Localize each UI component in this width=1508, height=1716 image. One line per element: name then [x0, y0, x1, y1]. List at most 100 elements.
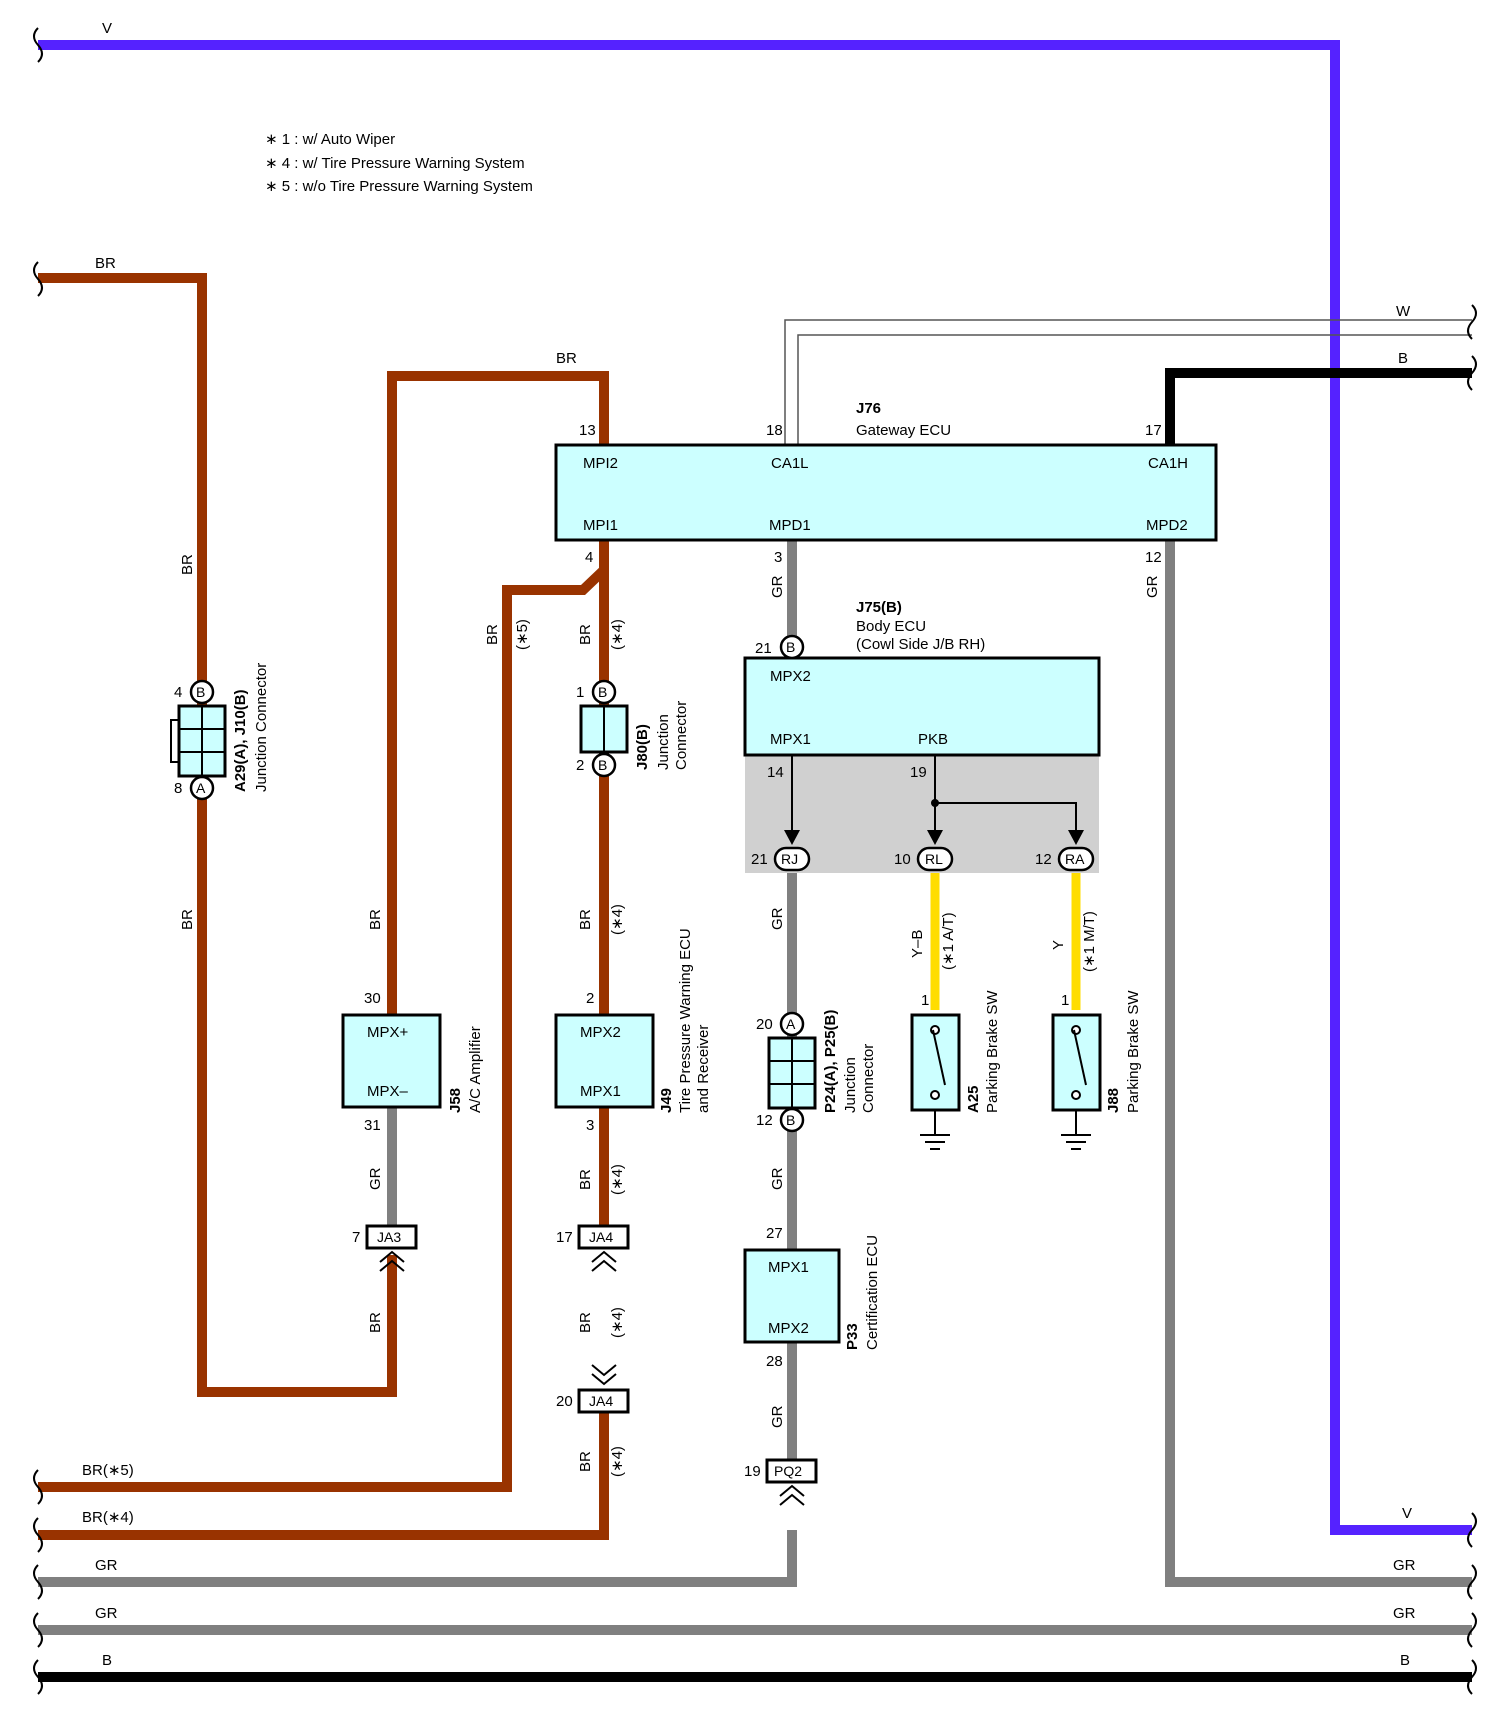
gateway-id: J76: [856, 400, 881, 417]
cert-pin-mpx2: MPX2: [768, 1320, 809, 1337]
p24-num-12: 12: [756, 1112, 773, 1129]
ja4b-num: 20: [556, 1393, 573, 1410]
junction-connector-a29: B A 4 8 A29(A), J10(B) Junction Connecto…: [170, 663, 270, 801]
j88-name: Parking Brake SW: [1125, 990, 1142, 1113]
label-gr31: GR: [367, 1167, 384, 1190]
pin-num-3: 3: [774, 549, 782, 566]
certification-ecu: MPX1 MPX2 27 28 P33 Certification ECU: [743, 1225, 881, 1370]
wire-w-outer: [784, 319, 1472, 445]
label-br-left: BR: [95, 255, 116, 272]
pin-num-rl: 10: [894, 851, 911, 868]
pin-num-17: 17: [1145, 422, 1162, 439]
wire-br4-lower2: [38, 1390, 609, 1540]
pin-mpi1: MPI1: [583, 517, 618, 534]
tpw-pin-mpx2: MPX2: [580, 1024, 621, 1041]
a29-name: Junction Connector: [253, 663, 270, 792]
parking-brake-sw-j88: 1 J88 Parking Brake SW: [1051, 990, 1142, 1150]
pq2-num: 19: [744, 1463, 761, 1480]
ac-id: J58: [447, 1088, 464, 1113]
j80-conn-b2: B: [598, 757, 607, 773]
label-br5: BR: [484, 624, 501, 645]
label-br4b: BR: [577, 909, 594, 930]
wire-gr-bot1: [38, 1530, 797, 1587]
label-v-top: V: [102, 20, 112, 37]
tpw-num-3: 3: [586, 1117, 594, 1134]
inline-pq2: PQ2 19: [744, 1458, 818, 1506]
pin-num-rj: 21: [751, 851, 768, 868]
ja4a-label: JA4: [589, 1229, 613, 1245]
inline-ja4-lower: JA4 20: [556, 1364, 630, 1414]
note-4: ∗ 4 : w/ Tire Pressure Warning System: [265, 155, 525, 172]
label-yb-note: (∗1 A/T): [940, 912, 957, 970]
tpw-pin-mpx1: MPX1: [580, 1083, 621, 1100]
label-gr3: GR: [769, 575, 786, 598]
ac-pin-plus: MPX+: [367, 1024, 409, 1041]
wire-b-ca1h: [1165, 368, 1472, 445]
label-br-bot: BR: [577, 1451, 594, 1472]
wire-break-marks: [33, 27, 1477, 1695]
label-br-ja4-note: (∗4): [609, 1164, 626, 1195]
body-ecu-name: Body ECU: [856, 618, 926, 635]
label-br-ja4: BR: [577, 1169, 594, 1190]
pin-num-ra: 12: [1035, 851, 1052, 868]
pq2-label: PQ2: [774, 1463, 802, 1479]
note-5: ∗ 5 : w/o Tire Pressure Warning System: [265, 178, 533, 195]
body-conn-rj: RJ: [781, 851, 798, 867]
label-br-vert2: BR: [179, 909, 196, 930]
label-gr-p24: GR: [769, 1167, 786, 1190]
cert-id: P33: [844, 1323, 861, 1350]
ac-name: A/C Amplifier: [467, 1026, 484, 1113]
cert-num-27: 27: [766, 1225, 783, 1242]
label-br-vert1: BR: [179, 554, 196, 575]
pin-ca1l: CA1L: [771, 455, 809, 472]
ac-num-31: 31: [364, 1117, 381, 1134]
pin-mpx1: MPX1: [770, 731, 811, 748]
cert-pin-mpx1: MPX1: [768, 1259, 809, 1276]
body-ecu-sub: (Cowl Side J/B RH): [856, 636, 985, 653]
tpw-name2: and Receiver: [695, 1025, 712, 1113]
tire-pressure-ecu: MPX2 MPX1 2 3 J49 Tire Pressure Warning …: [554, 928, 712, 1134]
body-conn-rl: RL: [925, 851, 943, 867]
label-y: Y: [1050, 940, 1067, 950]
wire-w-inner: [797, 334, 1472, 445]
ac-amplifier: MPX+ MPX– 30 31 J58 A/C Amplifier: [341, 990, 484, 1134]
a25-id: A25: [965, 1085, 982, 1113]
label-gr-bot2-l: GR: [95, 1605, 118, 1622]
a29-conn-a: A: [196, 780, 206, 796]
wire-br-left: [38, 273, 397, 1397]
cert-name: Certification ECU: [864, 1235, 881, 1350]
label-br-ja3: BR: [367, 1312, 384, 1333]
body-ecu: J75(B) Body ECU (Cowl Side J/B RH) MPX2 …: [743, 599, 1101, 873]
cert-num-28: 28: [766, 1353, 783, 1370]
p24-conn-b: B: [786, 1112, 795, 1128]
label-br-bot-note: (∗4): [609, 1446, 626, 1477]
pin-num-14: 14: [767, 764, 784, 781]
j88-id: J88: [1105, 1088, 1122, 1113]
label-br4-note: (∗4): [609, 619, 626, 650]
body-ecu-id: J75(B): [856, 599, 902, 616]
note-1: ∗ 1 : w/ Auto Wiper: [265, 131, 395, 148]
label-br-ja4b: BR: [577, 1312, 594, 1333]
j88-num-1: 1: [1061, 992, 1069, 1009]
label-gr12: GR: [1144, 575, 1161, 598]
a29-conn-b: B: [196, 684, 205, 700]
j80-conn-b1: B: [598, 684, 607, 700]
body-conn-b: B: [786, 639, 795, 655]
wire-v: [38, 40, 1472, 1535]
pin-mpd2: MPD2: [1146, 517, 1188, 534]
inline-ja4-upper: JA4 17: [556, 1224, 630, 1272]
pin-pkb: PKB: [918, 731, 948, 748]
label-br4b-note: (∗4): [609, 904, 626, 935]
wire-br-mpi2: [387, 371, 609, 1015]
ac-num-30: 30: [364, 990, 381, 1007]
a29-id: A29(A), J10(B): [232, 689, 249, 792]
gateway-name: Gateway ECU: [856, 422, 951, 439]
p24-conn-a: A: [786, 1016, 796, 1032]
label-v-bot: V: [1402, 1505, 1412, 1522]
label-gr-bot1-l: GR: [95, 1557, 118, 1574]
pin-mpx2: MPX2: [770, 668, 811, 685]
gateway-ecu: J76 Gateway ECU MPI2 CA1L CA1H MPI1 MPD1…: [554, 400, 1218, 566]
label-b-bot-r: B: [1400, 1652, 1410, 1669]
pin-ca1h: CA1H: [1148, 455, 1188, 472]
label-y-note: (∗1 M/T): [1081, 911, 1098, 972]
